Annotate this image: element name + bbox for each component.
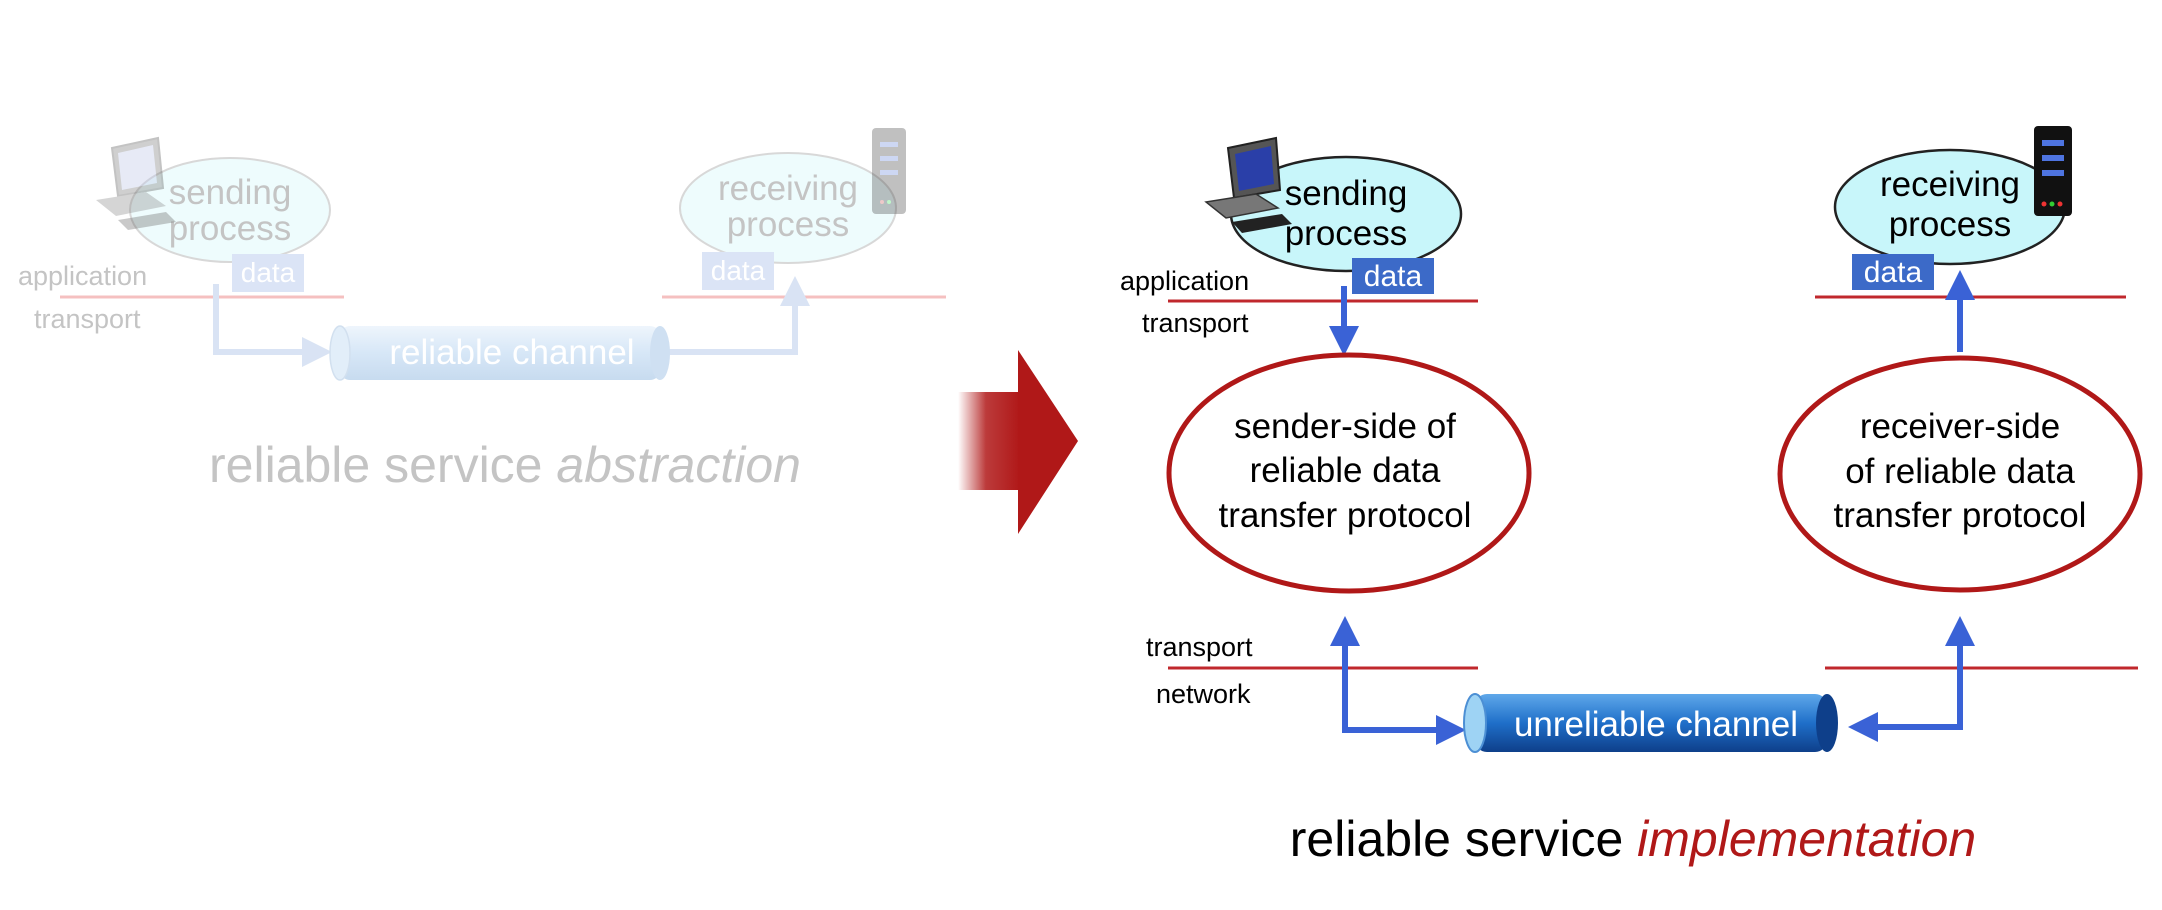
abstraction-panel: sending process receiving process data d… [18, 128, 946, 493]
implementation-data-label-sender: data [1364, 260, 1423, 293]
implementation-panel: sending process receiving process data d… [1120, 126, 2143, 867]
receiver-side-protocol-label-line2: of reliable data [1845, 452, 2075, 491]
implementation-sending-process-label-line2: process [1285, 214, 1408, 253]
server-icon [2034, 126, 2072, 216]
implementation-arrow-channel-to-receiver-protocol [1848, 616, 1975, 742]
abstraction-caption: reliable service abstraction [209, 437, 801, 493]
sender-side-protocol-ellipse [1166, 352, 1532, 594]
abstraction-arrow-to-channel [213, 284, 332, 367]
abstraction-channel-label: reliable channel [389, 333, 634, 372]
abstraction-data-box-receiver [702, 252, 774, 290]
receiver-side-protocol-label-line3: transfer protocol [1834, 496, 2087, 535]
abstraction-sending-process-label-line2: process [169, 209, 292, 248]
implementation-data-box-sender [1352, 258, 1434, 294]
desktop-computer-icon [1204, 136, 1292, 233]
abstraction-arrow-to-receiver [664, 276, 810, 355]
abstraction-data-label-receiver: data [711, 255, 766, 286]
desktop-computer-icon [96, 136, 176, 230]
abstraction-receiving-process-bubble [679, 152, 897, 264]
implementation-arrow-sender-protocol-to-channel [1330, 616, 1466, 745]
implementation-layer-network-label: network [1156, 679, 1251, 709]
abstraction-receiving-process-label-line2: process [727, 205, 850, 244]
abstraction-receiving-process-label-line1: receiving [718, 169, 858, 208]
implementation-data-box-receiver [1852, 254, 1934, 290]
abstraction-sending-process-label-line1: sending [169, 173, 292, 212]
receiver-side-protocol-label-line1: receiver-side [1860, 407, 2060, 446]
implementation-layer-transport-bottom-label: transport [1146, 632, 1253, 662]
receiver-side-protocol-ellipse [1777, 355, 2143, 593]
implementation-receiving-process-label-line1: receiving [1880, 165, 2020, 204]
implementation-layer-application-label: application [1120, 266, 1249, 296]
implementation-layer-transport-top-label: transport [1142, 308, 1249, 338]
implementation-receiving-process-label-line2: process [1889, 205, 2012, 244]
implementation-caption: reliable service implementation [1290, 811, 1976, 867]
abstraction-sending-process-bubble [129, 157, 331, 263]
sender-side-protocol-label-line1: sender-side of [1234, 407, 1456, 446]
unreliable-channel-label: unreliable channel [1514, 705, 1798, 744]
abstraction-layer-application-label: application [18, 261, 147, 291]
sender-side-protocol-label-line3: transfer protocol [1219, 496, 1472, 535]
unreliable-channel [1463, 693, 1838, 753]
abstraction-data-label-sender: data [241, 257, 296, 288]
server-icon [872, 128, 906, 214]
abstraction-reliable-channel [329, 325, 670, 381]
implementation-sending-process-label-line1: sending [1285, 174, 1408, 213]
sender-side-protocol-label-line2: reliable data [1250, 451, 1441, 490]
abstraction-data-box-sender [232, 254, 304, 292]
transition-arrow [958, 350, 1078, 534]
implementation-data-label-receiver: data [1864, 256, 1923, 289]
abstraction-layer-transport-label: transport [34, 304, 141, 334]
